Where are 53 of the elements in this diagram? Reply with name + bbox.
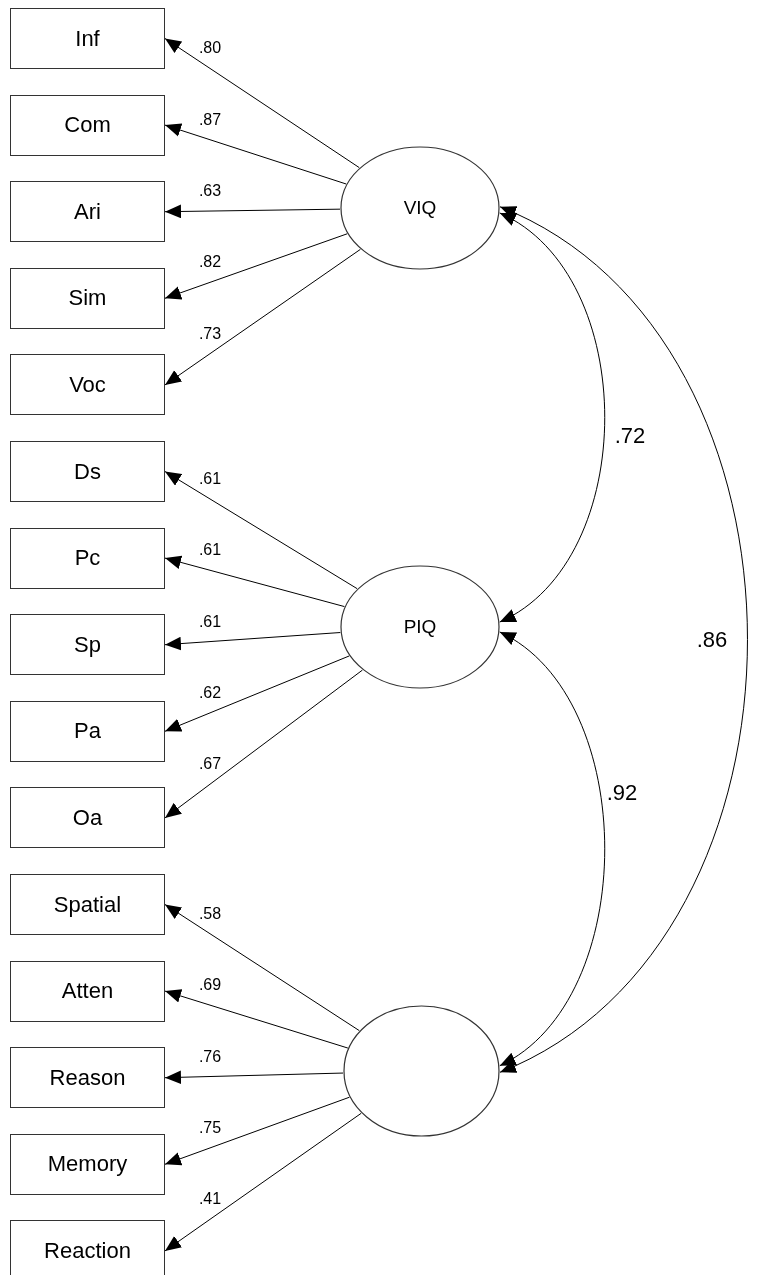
variable-name: Reaction [44,1237,131,1264]
path-arrow [164,38,360,169]
observed-variable-box [10,1133,165,1195]
observed-variable-box [10,787,165,849]
observed-variable-box [10,614,165,676]
variable-name: Pc [74,545,101,572]
observed-variable-box [10,354,165,416]
variable-name: Reason [49,1064,126,1091]
variable-name: Sim [68,285,107,312]
variable-name: Spatial [53,891,122,918]
latent-variable-ellipse [340,146,500,270]
path-arrow [164,904,360,1032]
path-arrow [164,655,350,732]
covariance-arrow [499,206,748,1073]
covariance-arrow [499,212,606,623]
observed-variable-box [10,8,165,69]
path-arrow [164,1096,350,1166]
path-arrow [164,248,361,386]
path-arrow [164,632,341,651]
path-arrow [164,989,349,1049]
observed-variable-box [10,874,165,935]
path-arrow [164,233,348,300]
path-arrow [164,555,345,608]
observed-variable-box [10,700,165,762]
variable-name: Ari [74,198,101,225]
variable-name: Com [64,112,111,139]
variable-name: Ds [74,458,101,485]
variable-name: Sp [74,631,101,658]
variable-name: Atten [61,978,114,1005]
observed-variable-box [10,267,165,329]
variable-name: VIQ [403,197,437,219]
path-arrow [164,669,363,819]
variable-name: Pa [74,718,101,745]
variable-name: Oa [72,804,103,831]
observed-variable-box [10,960,165,1022]
observed-variable-box [10,527,165,589]
path-arrow [164,123,347,185]
latent-variable-ellipse [340,565,500,689]
variable-name: Memory [47,1151,128,1178]
path-arrow [164,1112,362,1252]
path-arrow [164,1070,344,1085]
observed-variable-box [10,181,165,243]
path-arrow [164,471,358,590]
observed-variable-box [10,1047,165,1109]
observed-variable-box [10,94,165,156]
path-arrow [164,204,341,219]
variable-name: Voc [69,371,106,398]
observed-variable-box [10,441,165,502]
variable-name: PIQ [403,616,437,638]
covariance-arrow [499,631,606,1067]
variable-name: Inf [75,25,100,52]
observed-variable-box [10,1220,165,1275]
latent-variable-ellipse [343,1005,500,1137]
